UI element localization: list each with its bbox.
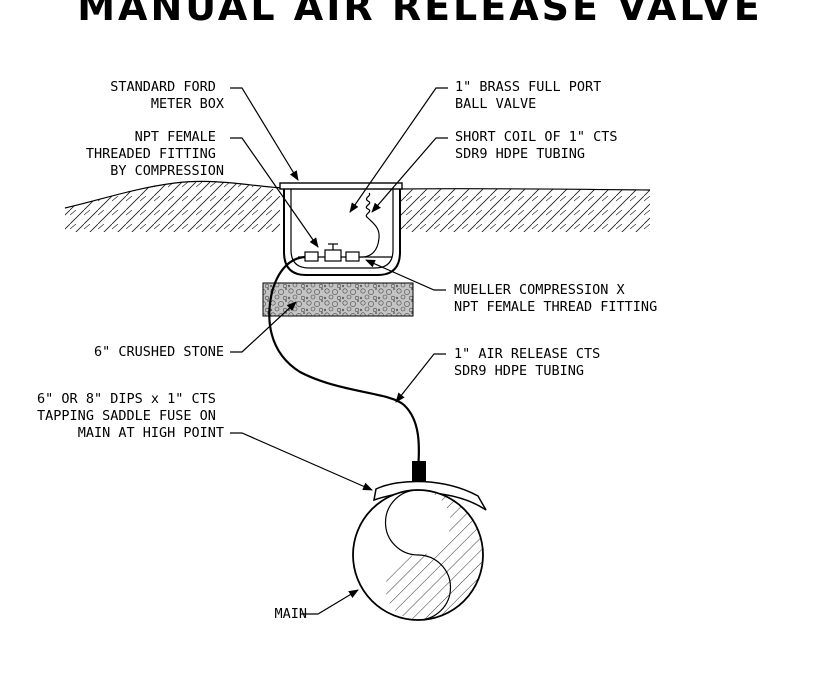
label-ball-valve: 1" BRASS FULL PORT BALL VALVE	[455, 79, 609, 112]
label-main: MAIN	[274, 606, 307, 622]
label-tapping-saddle: 6" OR 8" DIPS x 1" CTS TAPPING SADDLE FU…	[37, 391, 224, 441]
crushed-stone-bed	[262, 282, 414, 317]
label-air-release-tubing: 1" AIR RELEASE CTS SDR9 HDPE TUBING	[454, 346, 608, 379]
mueller-fitting	[345, 251, 360, 262]
air-release-tubing	[268, 255, 420, 471]
label-npt-fitting: NPT FEMALE THREADED FITTING BY COMPRESSI…	[86, 129, 224, 179]
diagram-title: MANUAL AIR RELEASE VALVE	[77, 0, 763, 29]
npt-female-fitting	[304, 251, 319, 262]
main-pipe	[352, 489, 484, 621]
ground	[60, 180, 660, 262]
tubing-coil	[365, 192, 371, 219]
label-coil: SHORT COIL OF 1" CTS SDR9 HDPE TUBING	[455, 129, 626, 162]
ball-valve	[324, 249, 342, 262]
valve-assembly	[298, 192, 392, 262]
label-mueller-fitting: MUELLER COMPRESSION X NPT FEMALE THREAD …	[454, 282, 657, 315]
leaders	[230, 87, 448, 615]
label-meter-box: STANDARD FORD METER BOX	[110, 79, 224, 112]
label-crushed-stone: 6" CRUSHED STONE	[94, 344, 224, 360]
meter-box	[279, 182, 403, 276]
